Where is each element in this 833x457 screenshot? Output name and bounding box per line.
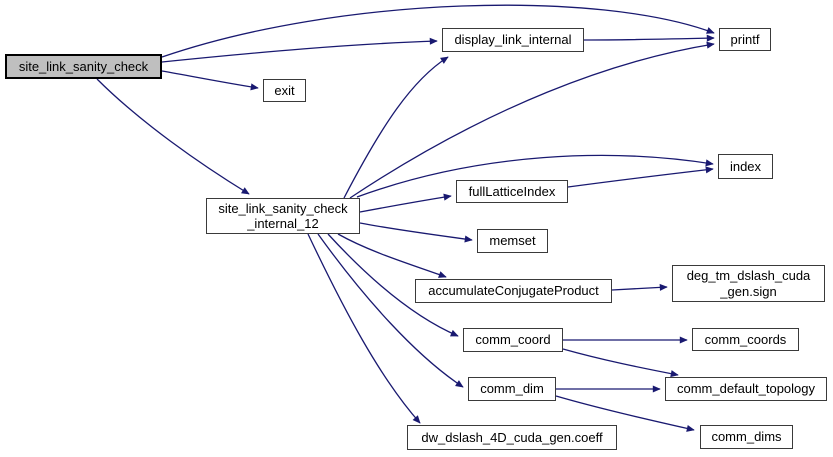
edge-site_link_sanity_check-to-exit bbox=[161, 70, 259, 91]
edge-comm_dim-to-comm_dims bbox=[555, 395, 695, 432]
node-dw_dslash_4D_cuda_gen.coeff[interactable]: dw_dslash_4D_cuda_gen.coeff bbox=[407, 425, 617, 450]
node-exit[interactable]: exit bbox=[263, 79, 306, 102]
node-comm_default_topology[interactable]: comm_default_topology bbox=[665, 377, 827, 401]
edge-site_link_sanity_check_internal_12-to-printf bbox=[349, 41, 715, 199]
node-accumulateConjugateProduct[interactable]: accumulateConjugateProduct bbox=[415, 279, 612, 303]
node-comm_dims[interactable]: comm_dims bbox=[700, 425, 793, 449]
node-site_link_sanity_check: site_link_sanity_check bbox=[5, 54, 162, 79]
edge-comm_coord-to-comm_default_topology bbox=[562, 348, 679, 378]
edge-site_link_sanity_check_internal_12-to-accumulateConjugateProduct bbox=[337, 233, 447, 278]
edge-site_link_sanity_check_internal_12-to-memset bbox=[359, 222, 473, 243]
edge-accumulateConjugateProduct-to-deg_tm_dslash_cuda_gen.sign bbox=[611, 283, 668, 291]
edge-site_link_sanity_check_internal_12-to-dw_dslash_4D_cuda_gen.coeff bbox=[307, 233, 421, 424]
edge-site_link_sanity_check_internal_12-to-fullLatticeIndex bbox=[359, 193, 452, 213]
node-index[interactable]: index bbox=[718, 154, 773, 179]
node-printf[interactable]: printf bbox=[719, 28, 771, 51]
node-memset[interactable]: memset bbox=[477, 229, 548, 253]
node-comm_coord[interactable]: comm_coord bbox=[463, 328, 563, 352]
node-comm_coords[interactable]: comm_coords bbox=[692, 328, 799, 351]
node-deg_tm_dslash_cuda_gen.sign[interactable]: deg_tm_dslash_cuda _gen.sign bbox=[672, 265, 825, 302]
edge-site_link_sanity_check_internal_12-to-comm_dim bbox=[317, 233, 464, 388]
edge-fullLatticeIndex-to-index bbox=[567, 166, 714, 188]
edge-site_link_sanity_check-to-display_link_internal bbox=[161, 37, 438, 63]
node-comm_dim[interactable]: comm_dim bbox=[468, 377, 556, 401]
edge-site_link_sanity_check-to-printf bbox=[161, 4, 715, 58]
edge-site_link_sanity_check_internal_12-to-comm_coord bbox=[327, 233, 459, 337]
node-fullLatticeIndex[interactable]: fullLatticeIndex bbox=[456, 180, 568, 203]
node-display_link_internal[interactable]: display_link_internal bbox=[442, 28, 584, 52]
edge-site_link_sanity_check_internal_12-to-display_link_internal bbox=[343, 56, 449, 199]
edge-display_link_internal-to-printf bbox=[583, 34, 715, 42]
node-site_link_sanity_check_internal_12[interactable]: site_link_sanity_check _internal_12 bbox=[206, 198, 360, 234]
edge-site_link_sanity_check_internal_12-to-index bbox=[356, 154, 714, 198]
edge-site_link_sanity_check-to-site_link_sanity_check_internal_12 bbox=[96, 78, 250, 195]
